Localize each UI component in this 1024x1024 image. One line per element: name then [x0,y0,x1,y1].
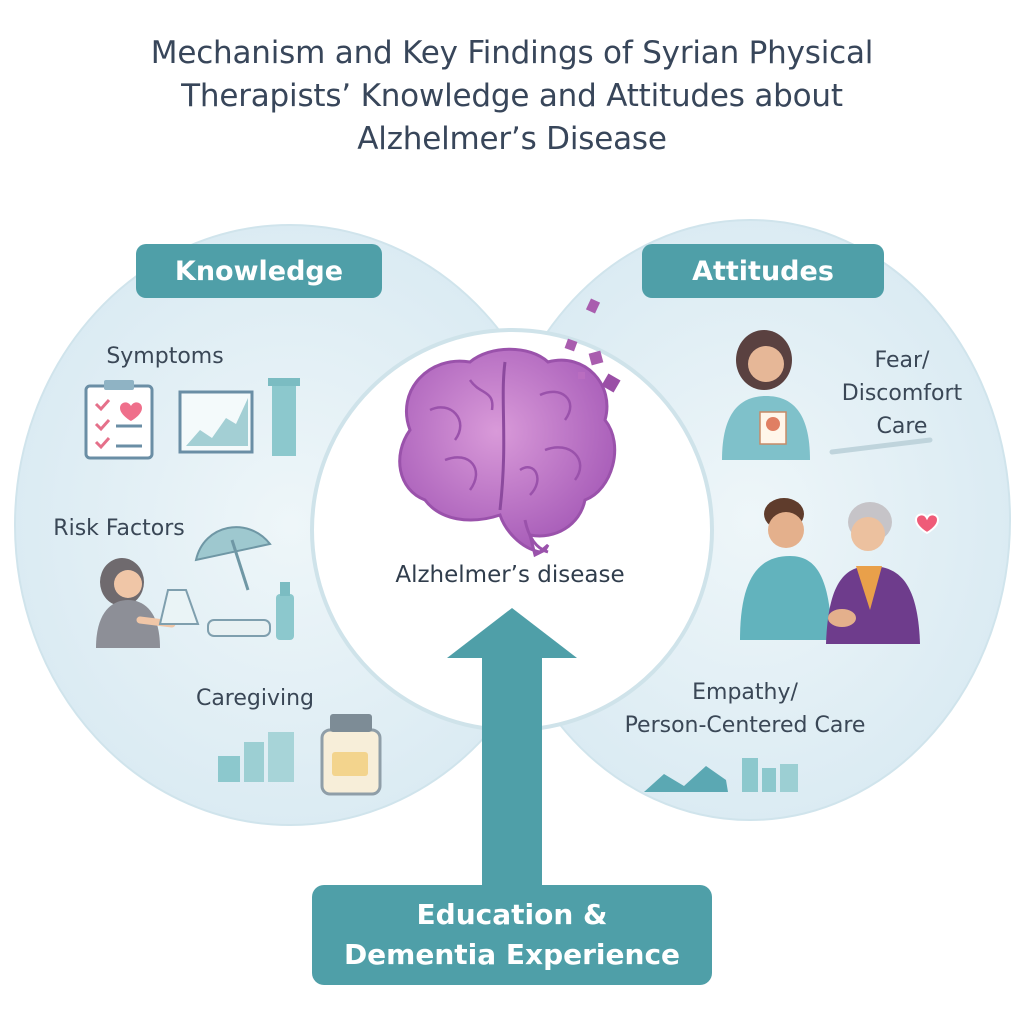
title-line-2: Therapists’ Knowledge and Attitudes abou… [181,78,843,114]
diagram-title: Mechanism and Key Findings of Syrian Phy… [62,32,962,161]
education-line-2: Dementia Experience [343,938,681,971]
fear-line-1: Fear/ [874,348,930,373]
influence-arrow [447,608,577,892]
therapist-icon [722,330,810,460]
clipboard-icon [84,380,154,460]
empathy-line-1: Empathy/ [692,680,798,705]
caregiving-label: Caregiving [195,686,315,711]
fear-line-2: Discomfort [841,381,963,406]
title-line-3: Alzhelmer’s Disease [357,121,667,157]
empathy-label: Empathy/ Person-Centered Care [600,676,890,742]
flask-icon [158,589,200,625]
fear-discomfort-label: Fear/ Discomfort Care [812,344,992,443]
education-line-1: Education & [416,898,608,931]
education-experience-box: Education & Dementia Experience [312,885,712,985]
tray-icon [207,619,271,637]
symptoms-label: Symptoms [106,344,224,369]
cane-icon [829,437,933,455]
knowledge-heading: Knowledge [136,244,382,298]
fear-line-3: Care [876,414,928,439]
center-label: Alzhelmer’s disease [395,562,625,588]
brain-icon [398,298,621,558]
umbrella-icon [194,526,272,591]
title-line-1: Mechanism and Key Findings of Syrian Phy… [150,35,874,71]
tube-icon [268,378,300,456]
empathy-line-2: Person-Centered Care [624,713,866,738]
chart-icon [178,390,254,454]
caregiver-patient-icon [740,498,940,644]
landscape-icon [644,758,798,792]
risk-factors-label: Risk Factors [53,516,185,541]
blocks-icon [218,732,294,782]
attitudes-heading: Attitudes [642,244,884,298]
medicine-jar-icon [320,714,382,796]
bottle-icon [276,582,294,640]
